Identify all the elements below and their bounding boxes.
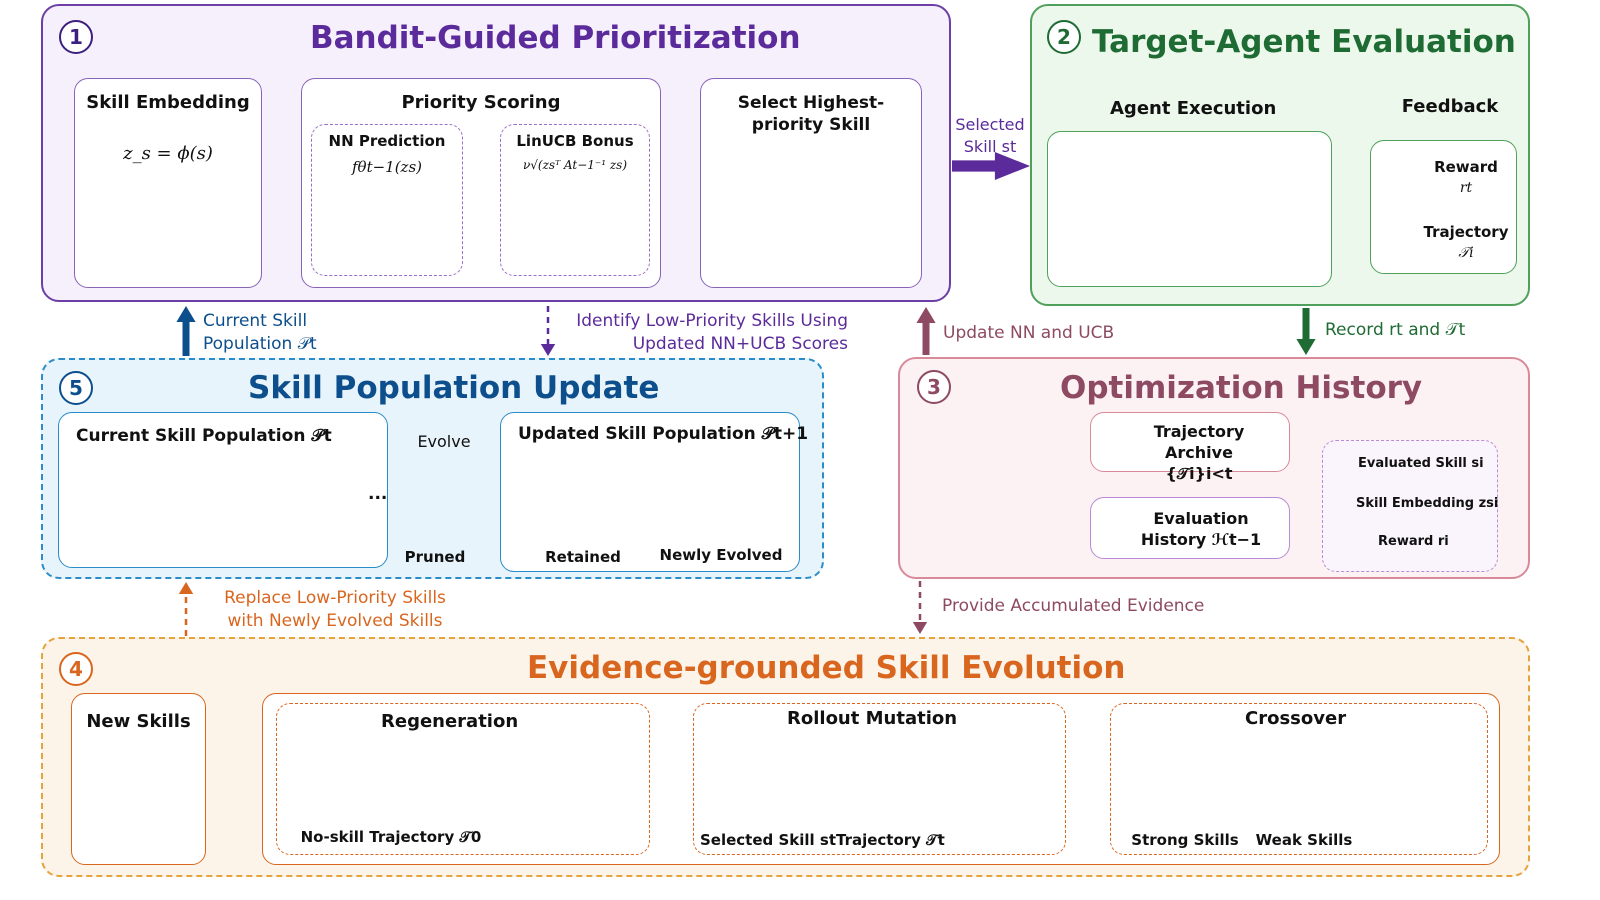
reward-symbol: rt — [1459, 180, 1473, 196]
skill-embedding-box — [74, 78, 262, 288]
feedback-box — [1370, 140, 1517, 274]
arrow-record-head — [1296, 339, 1316, 355]
new-skills-box — [71, 693, 206, 865]
panel2-title: Target-Agent Evaluation — [1092, 24, 1516, 60]
agent-execution-title: Agent Execution — [1110, 98, 1277, 119]
current-population-box — [58, 412, 388, 568]
provide-evidence-label: Provide Accumulated Evidence — [942, 596, 1205, 616]
step-number-1: 1 — [59, 20, 93, 54]
mutation-caption-skill: Selected Skill st — [700, 831, 837, 849]
identify-low-priority-label: Identify Low-Priority Skills Using Updat… — [576, 311, 848, 354]
evaluation-history-box — [1090, 497, 1290, 559]
crossover-title: Crossover — [1245, 708, 1347, 729]
current-population-title: Current Skill Population 𝒫t — [76, 426, 332, 446]
skill-embedding-title: Skill Embedding — [86, 92, 250, 113]
arrow-provide-evidence-head — [912, 622, 928, 634]
updated-population-box — [500, 412, 800, 572]
crossover-box — [1110, 703, 1488, 855]
rollout-mutation-box — [693, 703, 1066, 855]
detail-skill-embedding: Skill Embedding zsi — [1356, 496, 1499, 511]
evolve-label: Evolve — [417, 432, 471, 451]
crossover-caption-weak: Weak Skills — [1255, 831, 1353, 849]
arrow-update-nn-head — [916, 307, 936, 323]
current-population-label: Current Skill Population 𝒫t — [203, 311, 317, 354]
trajectory-label: Trajectory — [1423, 223, 1509, 241]
step-number-2: 2 — [1047, 20, 1081, 54]
arrow-current-population-head — [176, 306, 196, 322]
detail-reward: Reward ri — [1378, 534, 1449, 549]
arrow-selected-skill — [952, 152, 1030, 180]
feedback-title: Feedback — [1401, 96, 1499, 117]
update-nn-label: Update NN and UCB — [943, 323, 1115, 343]
agent-execution-box — [1047, 131, 1332, 287]
panel5-title: Skill Population Update — [248, 370, 660, 406]
ellipsis: ... — [368, 484, 388, 504]
trajectory-symbol: 𝒯i — [1458, 245, 1474, 261]
rollout-mutation-title: Rollout Mutation — [787, 708, 958, 729]
new-skills-title: New Skills — [86, 711, 191, 732]
replace-low-priority-label: Replace Low-Priority Skills with Newly E… — [224, 588, 446, 631]
trajectory-archive-text: Trajectory Archive {𝒯i}i<t — [1153, 422, 1245, 483]
crossover-caption-strong: Strong Skills — [1131, 831, 1239, 849]
regeneration-caption: No-skill Trajectory 𝒯0 — [300, 828, 482, 846]
priority-scoring-title: Priority Scoring — [401, 92, 561, 113]
selected-skill-label: Selected Skill st — [955, 115, 1025, 156]
linucb-title: LinUCB Bonus — [516, 132, 634, 150]
linucb-box — [500, 124, 650, 276]
retained-label: Retained — [545, 548, 621, 566]
panel3-title: Optimization History — [1060, 370, 1423, 406]
arrow-replace-low-priority-head — [178, 582, 194, 594]
panel1-title: Bandit-Guided Prioritization — [310, 20, 801, 56]
step-number-3: 3 — [917, 370, 951, 404]
skill-embedding-formula: z_s = ϕ(s) — [123, 143, 213, 164]
arrow-identify-low-priority-head — [540, 344, 556, 356]
detail-evaluated-skill: Evaluated Skill si — [1358, 456, 1484, 471]
record-label: Record rt and 𝒯t — [1325, 320, 1466, 340]
regeneration-title: Regeneration — [381, 711, 519, 732]
nn-prediction-title: NN Prediction — [328, 132, 446, 150]
nn-prediction-box — [311, 124, 463, 276]
step-number-4: 4 — [59, 652, 93, 686]
trajectory-archive-box — [1090, 412, 1290, 472]
mutation-caption-trajectory: Trajectory 𝒯t — [836, 831, 945, 849]
evaluation-history-text: Evaluation History ℋt−1 — [1140, 509, 1262, 549]
select-skill-title: Select Highest-priority Skill — [737, 93, 885, 135]
newly-evolved-label: Newly Evolved — [659, 546, 783, 564]
history-detail-box — [1322, 440, 1498, 572]
step-number-5: 5 — [59, 371, 93, 405]
linucb-formula: ν√(zsᵀ At−1⁻¹ zs) — [522, 158, 628, 172]
select-skill-box — [700, 78, 922, 288]
reward-label: Reward — [1434, 158, 1498, 176]
updated-population-title: Updated Skill Population 𝒫t+1 — [518, 424, 809, 444]
regeneration-box — [276, 703, 650, 855]
pruned-label: Pruned — [404, 548, 466, 566]
panel4-title: Evidence-grounded Skill Evolution — [527, 650, 1126, 686]
nn-prediction-formula: fθt−1(zs) — [351, 158, 423, 176]
